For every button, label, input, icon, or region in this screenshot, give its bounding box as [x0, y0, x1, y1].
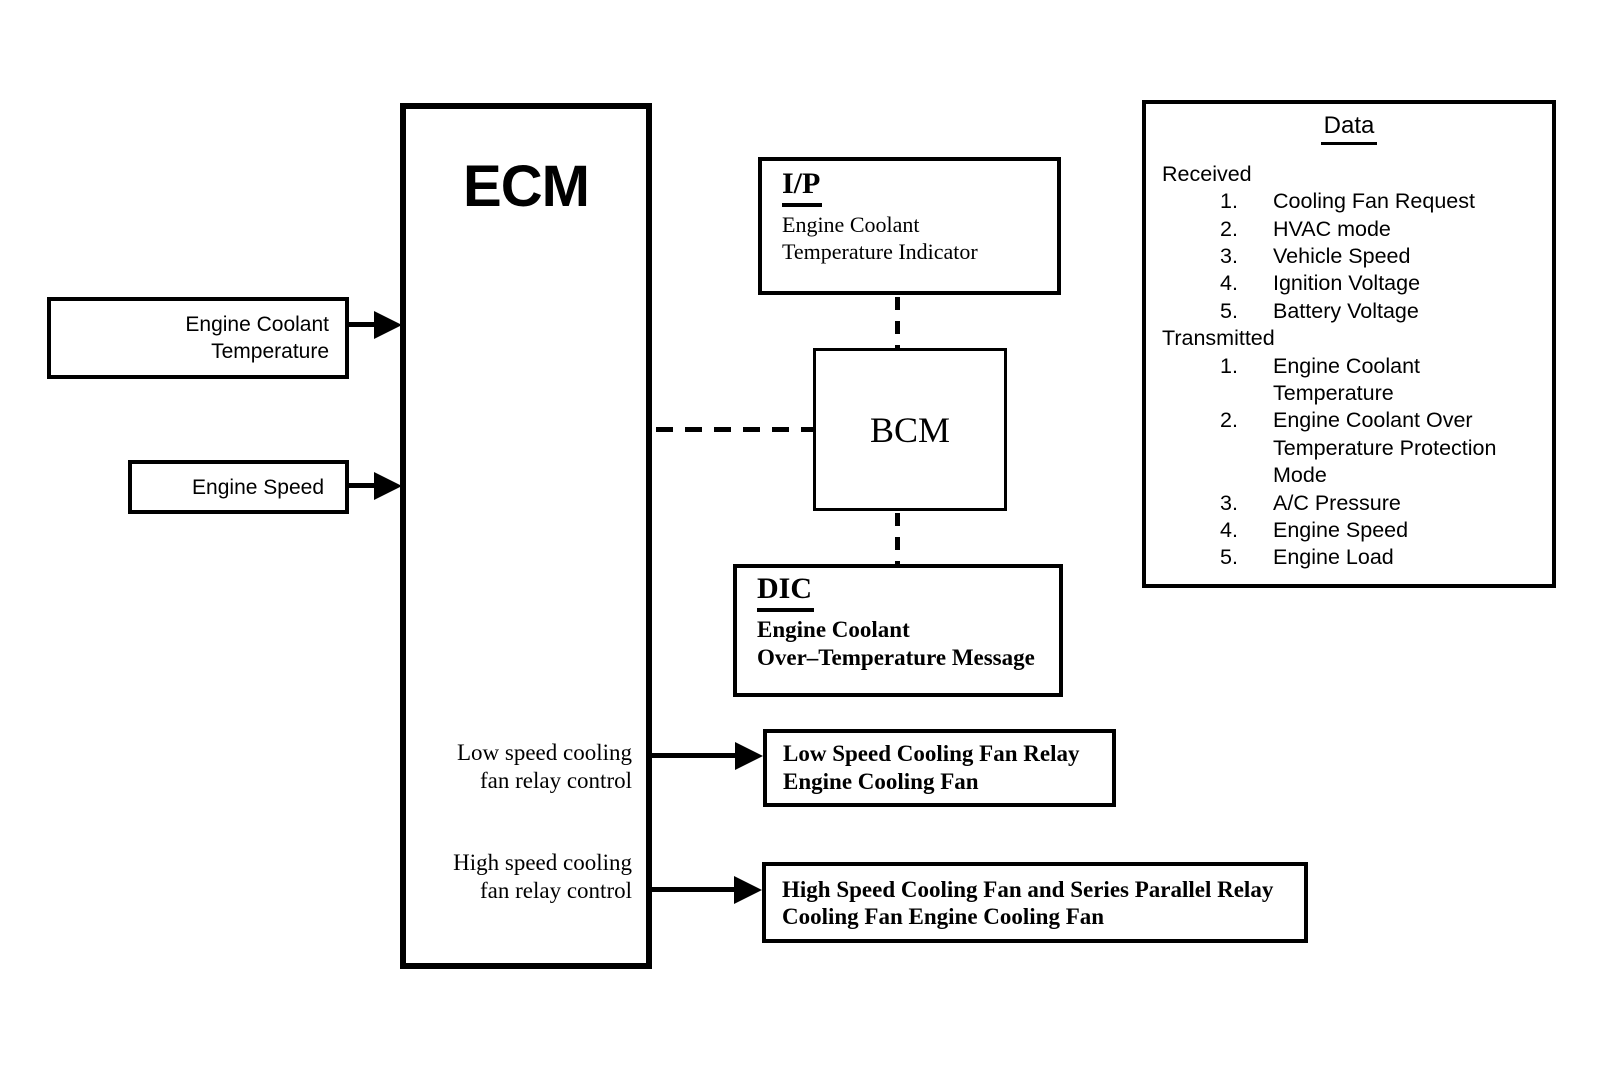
- ecm-module-box: ECM: [400, 103, 652, 969]
- high-speed-relay-box: High Speed Cooling Fan and Series Parall…: [762, 862, 1308, 943]
- item-number: 5.: [1220, 298, 1238, 323]
- ip-bcm-dashed-link: [895, 297, 900, 348]
- low-speed-relay-box: Low Speed Cooling Fan Relay Engine Cooli…: [763, 729, 1116, 807]
- data-panel-title: Data: [1320, 112, 1378, 145]
- item-number: 1.: [1220, 189, 1238, 214]
- transmitted-item: 3. A/C Pressure: [1220, 490, 1552, 517]
- arrowhead-right-icon: [734, 876, 762, 904]
- received-item: 1. Cooling Fan Request: [1220, 188, 1552, 215]
- item-text: Ignition Voltage: [1273, 271, 1421, 296]
- item-text: Engine Load: [1273, 545, 1394, 570]
- ecm-title: ECM: [463, 154, 590, 219]
- ecm-low-speed-output-label: Low speed cooling fan relay control: [456, 740, 632, 793]
- bcm-title: BCM: [869, 409, 951, 450]
- arrowhead-right-icon: [374, 311, 402, 339]
- arrow-shaft: [652, 753, 738, 758]
- ecm-high-speed-output-label: High speed cooling fan relay control: [453, 850, 632, 903]
- engine-coolant-temperature-input-box: Engine Coolant Temperature: [47, 297, 349, 379]
- ecm-bcm-dashed-link: [656, 427, 813, 432]
- engine-speed-input-box: Engine Speed: [128, 460, 349, 514]
- item-text: Engine Speed: [1273, 518, 1409, 543]
- item-text: Engine Coolant Temperature: [1273, 353, 1421, 406]
- serial-data-panel: Data Received 1. Cooling Fan Request 2. …: [1142, 100, 1556, 588]
- transmitted-heading: Transmitted: [1162, 326, 1275, 351]
- item-text: Engine Coolant Over Temperature Protecti…: [1273, 408, 1497, 488]
- item-number: 2.: [1220, 408, 1238, 433]
- dic-message-box: DIC Engine Coolant Over–Temperature Mess…: [733, 564, 1063, 697]
- item-text: HVAC mode: [1273, 216, 1391, 241]
- item-text: Battery Voltage: [1273, 298, 1419, 323]
- received-item: 2. HVAC mode: [1220, 216, 1552, 243]
- item-number: 4.: [1220, 271, 1238, 296]
- arrowhead-right-icon: [374, 472, 402, 500]
- received-item: 4. Ignition Voltage: [1220, 270, 1552, 297]
- transmitted-item: 5. Engine Load: [1220, 544, 1552, 571]
- engine-speed-to-ecm-arrow: [348, 472, 402, 500]
- received-item: 3. Vehicle Speed: [1220, 243, 1552, 270]
- dic-body-text: Engine Coolant Over–Temperature Message: [757, 616, 1035, 670]
- item-number: 2.: [1220, 216, 1238, 241]
- dic-title: DIC: [757, 572, 815, 612]
- item-number: 4.: [1220, 518, 1238, 543]
- arrow-shaft: [348, 483, 378, 488]
- item-number: 5.: [1220, 545, 1238, 570]
- ip-body-text: Engine Coolant Temperature Indicator: [782, 211, 978, 264]
- arrowhead-right-icon: [735, 742, 763, 770]
- bcm-dic-dashed-link: [895, 513, 900, 564]
- ecm-to-low-relay-arrow: [652, 742, 763, 770]
- received-item: 5. Battery Voltage: [1220, 298, 1552, 325]
- transmitted-item: 4. Engine Speed: [1220, 517, 1552, 544]
- item-text: Cooling Fan Request: [1273, 189, 1475, 214]
- data-panel-title-row: Data: [1146, 112, 1552, 145]
- ecm-to-high-relay-arrow: [652, 876, 762, 904]
- coolant-temp-to-ecm-arrow: [348, 311, 402, 339]
- item-number: 3.: [1220, 490, 1238, 515]
- received-heading: Received: [1162, 161, 1252, 186]
- item-text: A/C Pressure: [1273, 490, 1401, 515]
- ip-title: I/P: [782, 167, 823, 207]
- bcm-module-box: BCM: [813, 348, 1007, 511]
- item-text: Vehicle Speed: [1273, 244, 1411, 269]
- transmitted-item: 1. Engine Coolant Temperature: [1220, 353, 1552, 408]
- arrow-shaft: [652, 887, 737, 892]
- transmitted-item: 2. Engine Coolant Over Temperature Prote…: [1220, 407, 1552, 489]
- ip-indicator-box: I/P Engine Coolant Temperature Indicator: [758, 157, 1061, 295]
- item-number: 1.: [1220, 353, 1238, 378]
- item-number: 3.: [1220, 244, 1238, 269]
- arrow-shaft: [348, 322, 378, 327]
